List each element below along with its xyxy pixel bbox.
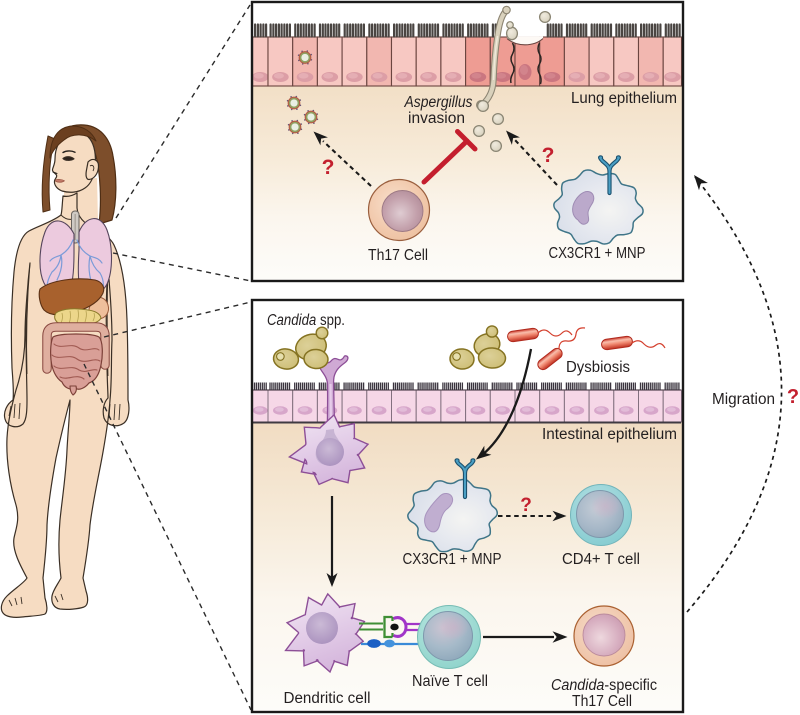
svg-text:Dendritic cell: Dendritic cell (284, 690, 371, 707)
svg-text:CX3CR1 + MNP: CX3CR1 + MNP (549, 245, 646, 262)
svg-text:?: ? (520, 495, 532, 516)
svg-text:Dysbiosis: Dysbiosis (566, 359, 630, 376)
svg-text:?: ? (542, 144, 555, 167)
svg-text:Lung epithelium: Lung epithelium (571, 90, 677, 107)
svg-text:?: ? (322, 156, 335, 179)
svg-text:Aspergillus: Aspergillus (404, 94, 473, 111)
svg-text:Th17 Cell: Th17 Cell (368, 247, 428, 264)
svg-text:Migration: Migration (712, 391, 775, 408)
svg-text:Intestinal epithelium: Intestinal epithelium (542, 426, 677, 443)
svg-text:Candida-specific: Candida-specific (551, 677, 657, 694)
svg-text:CD4+ T cell: CD4+ T cell (562, 551, 640, 568)
svg-text:Th17 Cell: Th17 Cell (572, 693, 632, 710)
svg-text:Naïve T cell: Naïve T cell (412, 673, 488, 690)
svg-text:invasion: invasion (408, 110, 465, 127)
svg-text:?: ? (787, 386, 799, 408)
svg-text:CX3CR1 + MNP: CX3CR1 + MNP (403, 551, 502, 568)
svg-text:Candida spp.: Candida spp. (267, 312, 345, 329)
